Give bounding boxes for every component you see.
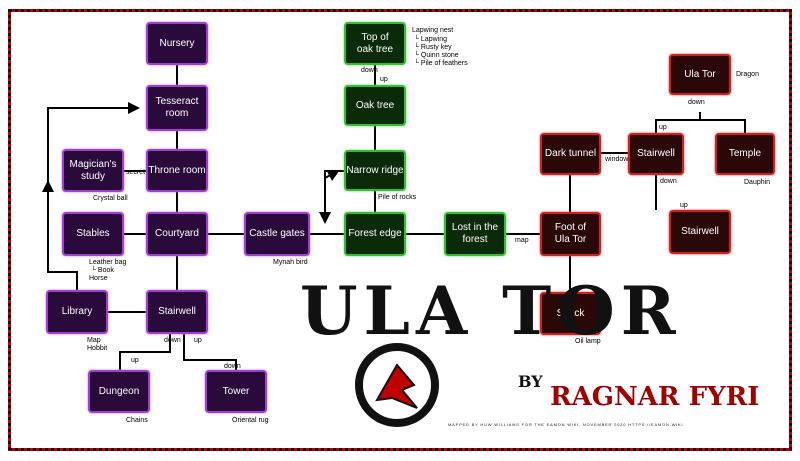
room-stairwell-tor-lower[interactable]: Stairwell — [669, 210, 731, 254]
title-logo: ULA TOR — [300, 272, 682, 350]
room-tesseract[interactable]: Tesseract room — [146, 85, 208, 131]
item-oil-lamp: Oil lamp — [575, 338, 601, 345]
room-shack[interactable]: Shack — [540, 292, 601, 335]
item-rusty-key: └ Rusty key — [414, 44, 452, 51]
room-foot-of-ula-tor[interactable]: Foot of Ula Tor — [540, 212, 601, 256]
connector-up-stair: up — [680, 202, 688, 209]
connector-window: window — [605, 156, 629, 163]
room-dungeon[interactable]: Dungeon — [88, 370, 150, 413]
item-pile-of-rocks: Pile of rocks — [378, 194, 417, 201]
connector-up-dungeon: up — [131, 357, 139, 364]
item-pile-of-feathers: └ Pile of feathers — [414, 60, 468, 67]
room-temple[interactable]: Temple — [715, 133, 775, 175]
connector-secret: secret — [126, 169, 146, 176]
frame-left — [8, 9, 11, 451]
room-nursery[interactable]: Nursery — [146, 22, 208, 65]
item-horse: Horse — [89, 275, 108, 282]
item-book: └ Book — [91, 267, 114, 274]
credit-line: MAPPED BY HUW WILLIAMS FOR THE EAMON WIK… — [448, 422, 684, 427]
room-lost-in-forest[interactable]: Lost in the forest — [444, 212, 506, 256]
connector-down-castle: down — [164, 337, 181, 344]
room-forest-edge[interactable]: Forest edge — [344, 212, 406, 256]
frame-bottom — [10, 448, 790, 451]
connector-up-oak: up — [380, 76, 388, 83]
room-stairwell-castle[interactable]: Stairwell — [146, 290, 208, 334]
room-courtyard[interactable]: Courtyard — [146, 212, 208, 256]
item-oriental-rug: Oriental rug — [232, 417, 269, 424]
item-dragon: Dragon — [736, 71, 759, 78]
item-map: Map — [87, 337, 101, 344]
room-library[interactable]: Library — [46, 290, 108, 334]
item-lapwing: └ Lapwing — [414, 36, 447, 43]
room-castle-gates[interactable]: Castle gates — [244, 212, 310, 256]
connector-down-stair: down — [660, 178, 677, 185]
connector-down-oak: down — [361, 67, 378, 74]
room-ula-tor[interactable]: Ula Tor — [669, 54, 731, 95]
room-magicians-study[interactable]: Magician's study — [62, 149, 124, 192]
room-tower[interactable]: Tower — [205, 370, 267, 413]
item-quinn-stone: └ Quinn stone — [414, 52, 459, 59]
connector-down-tower: down — [224, 363, 241, 370]
room-oak-tree[interactable]: Oak tree — [344, 85, 406, 126]
frame-right — [789, 9, 792, 451]
item-lapwing-nest: Lapwing nest — [412, 27, 454, 34]
item-dauphin: Dauphin — [744, 179, 771, 186]
connector-up-ula: up — [659, 124, 667, 131]
room-top-of-oak-tree[interactable]: Top of oak tree — [344, 22, 406, 65]
item-chains: Chains — [126, 417, 148, 424]
room-throne[interactable]: Throne room — [146, 149, 208, 192]
byline-author: RAGNAR FYRI — [550, 382, 760, 412]
dragon-emblem-icon — [355, 343, 439, 427]
item-leather-bag: Leather bag — [89, 259, 127, 266]
room-dark-tunnel[interactable]: Dark tunnel — [540, 133, 601, 175]
item-crystal-ball: Crystal ball — [93, 195, 128, 202]
item-hobbit: Hobbit — [87, 345, 108, 352]
room-stables[interactable]: Stables — [62, 212, 124, 256]
connector-map: map — [515, 237, 529, 244]
room-stairwell-tor[interactable]: Stairwell — [628, 133, 684, 175]
connector-down-ula: down — [688, 99, 705, 106]
connector-up-castle: up — [194, 337, 202, 344]
item-mynah-bird: Mynah bird — [273, 259, 308, 266]
room-narrow-ridge[interactable]: Narrow ridge — [344, 150, 406, 191]
frame-top — [10, 9, 790, 12]
byline-by: BY — [518, 372, 543, 391]
